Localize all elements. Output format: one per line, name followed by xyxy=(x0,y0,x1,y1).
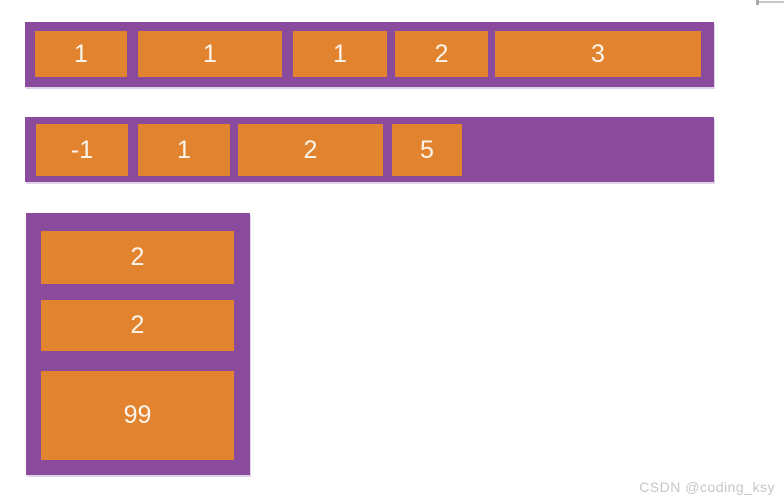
flex-item: 3 xyxy=(495,31,701,77)
flex-item: 2 xyxy=(238,124,383,176)
flex-item: 1 xyxy=(293,31,387,77)
flex-item: 2 xyxy=(395,31,488,77)
flex-column-container: 2 2 99 xyxy=(26,213,250,475)
flex-item: 99 xyxy=(41,371,234,460)
flex-row-container-2: -1 1 2 5 xyxy=(25,117,714,182)
flex-item: 5 xyxy=(392,124,462,176)
flex-item: 2 xyxy=(41,231,234,284)
flex-row-container-1: 1 1 1 2 3 xyxy=(25,22,714,87)
scrollbar-thumb-nub[interactable] xyxy=(756,0,759,5)
flex-item: 2 xyxy=(41,300,234,351)
flex-item: -1 xyxy=(36,124,128,176)
horizontal-scrollbar-fragment[interactable] xyxy=(756,1,784,3)
flex-item: 1 xyxy=(138,31,282,77)
flex-item: 1 xyxy=(138,124,230,176)
flex-item: 1 xyxy=(35,31,127,77)
csdn-watermark: CSDN @coding_ksy xyxy=(639,479,775,495)
